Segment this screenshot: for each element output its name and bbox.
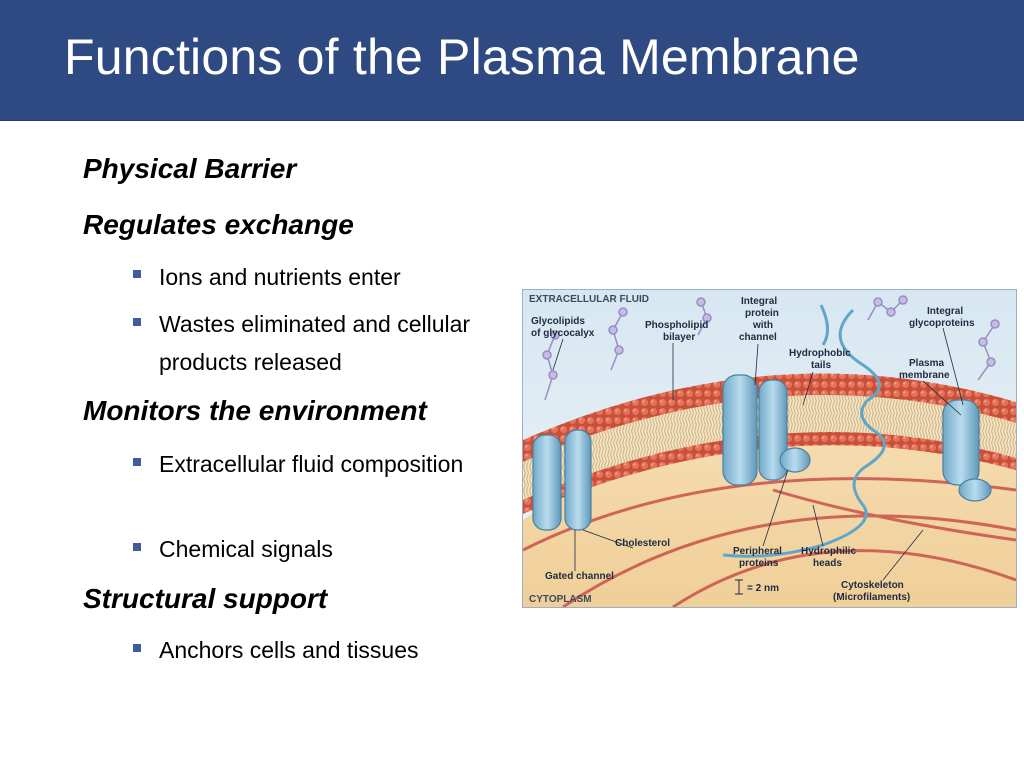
glycolipids-label: Glycolipids [531,316,585,327]
phospholipid-label-2: bilayer [663,332,695,343]
hydrophobic-label-2: tails [811,360,831,371]
cholesterol-label: Cholesterol [615,538,670,549]
heading-regulates-exchange: Regulates exchange [83,209,354,240]
bullet-marker [133,543,141,551]
integral-channel-label-2: protein [745,308,779,319]
plasma-membrane-diagram: EXTRACELLULAR FLUID CYTOPLASM Glycolipid… [522,289,1017,608]
integral-glycoproteins-label-2: glycoproteins [909,318,975,329]
phospholipid-label: Phospholipid [645,320,708,331]
hydrophilic-heads-label: Hydrophilic [801,546,856,557]
glycolipids-label-2: of glycocalyx [531,328,595,339]
gated-channel-label: Gated channel [545,571,614,582]
cytoplasm-label: CYTOPLASM [529,594,592,605]
plasma-membrane-label-2: membrane [899,370,950,381]
bullet-marker [133,318,141,326]
title-bar: Functions of the Plasma Membrane [0,0,1024,121]
cytoskeleton-label-2: (Microfilaments) [833,592,910,603]
hydrophilic-heads-label-2: heads [813,558,842,569]
heading-physical-barrier: Physical Barrier [83,153,297,184]
integral-glycoproteins-label: Integral [927,306,963,317]
plasma-membrane-label: Plasma [909,358,944,369]
hydrophobic-label: Hydrophobic [789,348,851,359]
bullet-chemical-signals: Chemical signals [159,536,333,562]
heading-monitors-environment: Monitors the environment [83,395,427,426]
heading-structural-support: Structural support [83,583,328,614]
bullet-anchors: Anchors cells and tissues [159,637,419,663]
bullet-ions-nutrients: Ions and nutrients enter [159,264,401,290]
integral-channel-label-1: Integral [741,296,777,307]
slide-title: Functions of the Plasma Membrane [64,29,860,85]
bullet-marker [133,644,141,652]
bullet-wastes: Wastes eliminated and cellular products … [159,311,471,375]
scale-bar-icon [735,579,743,595]
extracellular-fluid-label: EXTRACELLULAR FLUID [529,294,649,305]
bullet-extracellular-fluid: Extracellular fluid composition [159,451,464,477]
bullet-marker [133,458,141,466]
scale-label: = 2 nm [747,583,779,594]
integral-channel-label-4: channel [739,332,777,343]
peripheral-proteins-label: Peripheral [733,546,782,557]
membrane-illustration: EXTRACELLULAR FLUID CYTOPLASM Glycolipid… [523,290,1016,607]
peripheral-proteins-label-2: proteins [739,558,779,569]
cytoskeleton-label: Cytoskeleton [841,580,904,591]
bullet-marker [133,270,141,278]
integral-channel-label-3: with [752,320,773,331]
